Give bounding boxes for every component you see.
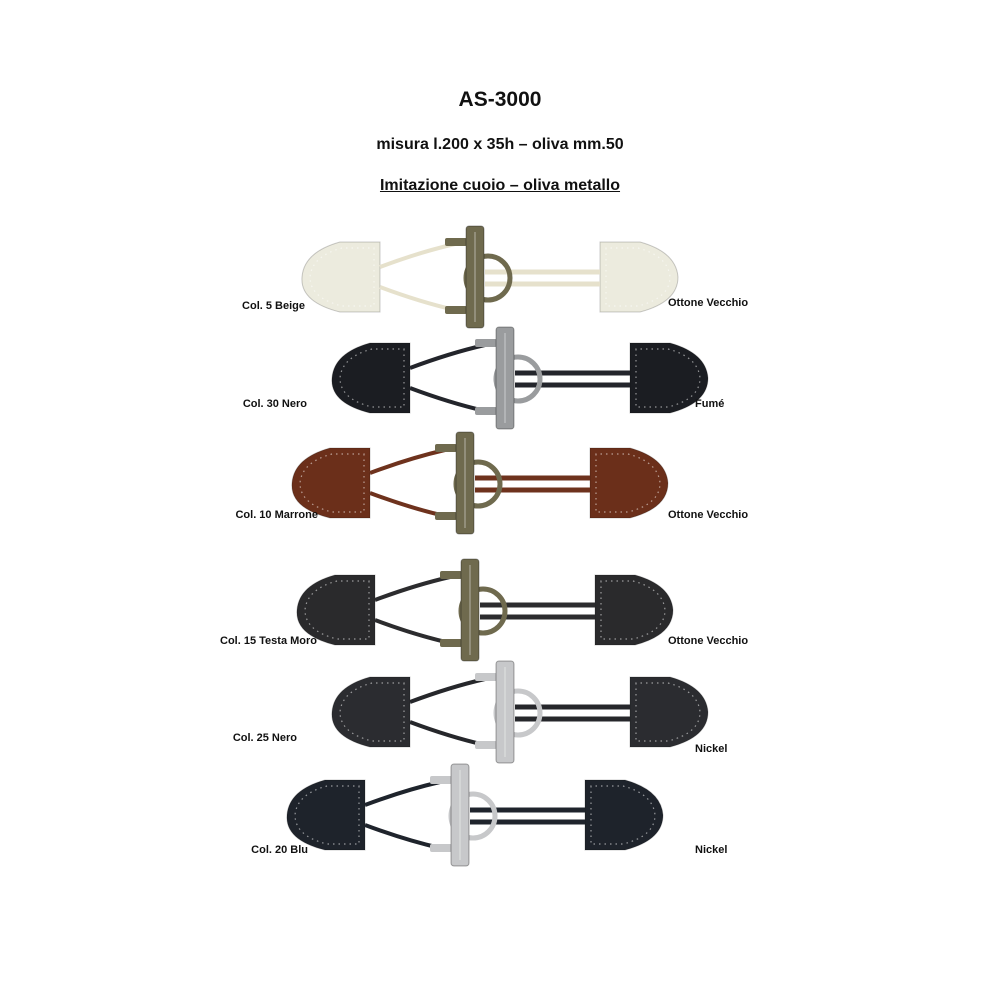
upper-metal-cap <box>445 238 467 246</box>
left-cord-lower <box>369 491 446 518</box>
color-label: Col. 5 Beige <box>242 300 305 312</box>
right-leather-tab <box>589 447 669 519</box>
toggle-image-marrone <box>270 428 710 538</box>
left-leather-tab <box>331 342 411 414</box>
lower-metal-cap <box>475 741 497 749</box>
left-cord-upper <box>379 242 456 269</box>
product-code: AS-3000 <box>458 88 542 111</box>
lower-metal-cap <box>475 407 497 415</box>
right-leather-tab <box>629 676 709 748</box>
toggle-svg <box>286 763 664 867</box>
finish-label: Nickel <box>695 743 728 755</box>
finish-label: Ottone Vecchio <box>668 635 749 647</box>
material-spec: Imitazione cuoio – oliva metallo <box>379 177 621 194</box>
color-label: Col. 20 Blu <box>251 844 308 856</box>
upper-metal-cap <box>440 571 462 579</box>
lower-metal-cap <box>430 844 452 852</box>
color-label: Col. 10 Marrone <box>235 509 318 521</box>
left-cord-upper <box>409 343 486 370</box>
toggle-bar <box>465 225 485 329</box>
right-leather-tab <box>584 779 664 851</box>
left-cord-lower <box>374 618 451 645</box>
toggle-image-blu <box>265 760 705 870</box>
left-cord-upper <box>369 448 446 475</box>
right-leather-tab <box>599 241 679 313</box>
toggle-image-nero <box>310 323 750 433</box>
toggle-bar <box>495 660 515 764</box>
left-cord-lower <box>409 720 486 747</box>
toggle-svg <box>291 431 669 535</box>
toggle-bar <box>455 431 475 535</box>
toggle-image-nero-nickel <box>310 657 750 767</box>
finish-label: Ottone Vecchio <box>668 297 749 309</box>
toggle-bar <box>450 763 470 867</box>
finish-label: Ottone Vecchio <box>668 509 749 521</box>
upper-metal-cap <box>475 339 497 347</box>
finish-label: Fumé <box>695 398 725 410</box>
left-cord-upper <box>364 780 441 807</box>
upper-metal-cap <box>435 444 457 452</box>
toggle-bar <box>495 326 515 430</box>
lower-metal-cap <box>435 512 457 520</box>
size-spec: misura l.200 x 35h – oliva mm.50 <box>376 136 624 153</box>
right-leather-tab <box>594 574 674 646</box>
color-label: Col. 15 Testa Moro <box>220 635 317 647</box>
color-label: Col. 30 Nero <box>242 398 307 410</box>
left-leather-tab <box>331 676 411 748</box>
left-cord-lower <box>409 386 486 413</box>
left-leather-tab <box>301 241 381 313</box>
left-cord-lower <box>379 285 456 312</box>
toggle-svg <box>296 558 674 662</box>
toggle-svg <box>331 660 709 764</box>
left-leather-tab <box>296 574 376 646</box>
left-cord-upper <box>374 575 451 602</box>
right-leather-tab <box>629 342 709 414</box>
upper-metal-cap <box>475 673 497 681</box>
toggle-svg <box>331 326 709 430</box>
toggle-svg <box>301 225 679 329</box>
toggle-image-testa-moro <box>275 555 715 665</box>
lower-metal-cap <box>445 306 467 314</box>
upper-metal-cap <box>430 776 452 784</box>
toggle-image-beige <box>280 222 720 332</box>
toggle-bar <box>460 558 480 662</box>
color-label: Col. 25 Nero <box>232 732 297 744</box>
lower-metal-cap <box>440 639 462 647</box>
finish-label: Nickel <box>695 844 728 856</box>
left-leather-tab <box>291 447 371 519</box>
left-cord-upper <box>409 677 486 704</box>
left-leather-tab <box>286 779 366 851</box>
left-cord-lower <box>364 823 441 850</box>
